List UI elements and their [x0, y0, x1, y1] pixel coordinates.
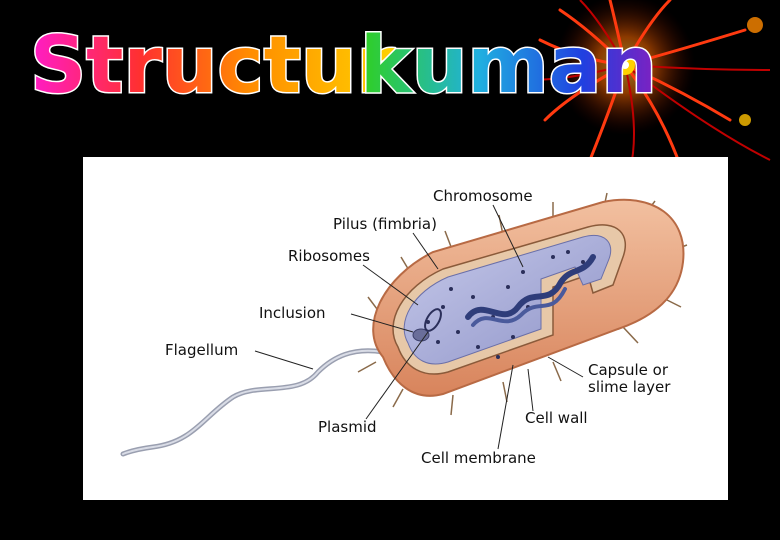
leader-lines — [254, 204, 584, 450]
label-ribosomes: Ribosomes — [288, 247, 370, 265]
label-chromosome: Chromosome — [433, 187, 533, 205]
label-flagellum: Flagellum — [165, 341, 238, 359]
title-word-1: Structur — [30, 21, 396, 111]
plasmid-shape — [424, 308, 442, 332]
label-plasmid: Plasmid — [318, 418, 377, 436]
bacterium-diagram-panel: Chromosome Pilus (fimbria) Ribosomes Inc… — [83, 157, 728, 500]
title-banner: Structur kuman — [29, 20, 659, 113]
label-inclusion: Inclusion — [259, 304, 326, 322]
label-capsule-line1: Capsule or — [588, 361, 669, 379]
cytoplasm-shape — [403, 235, 612, 365]
ribosomes-dots — [426, 250, 585, 359]
label-cell-membrane: Cell membrane — [421, 449, 536, 467]
title-word-2: kuman — [360, 21, 657, 111]
label-pilus: Pilus (fimbria) — [333, 215, 437, 233]
label-cell-wall: Cell wall — [525, 409, 588, 427]
chromosome-shape — [465, 254, 596, 320]
label-capsule-line2: slime layer — [588, 378, 671, 396]
flagellum-shape — [120, 348, 386, 457]
bacterium-diagram: Chromosome Pilus (fimbria) Ribosomes Inc… — [120, 187, 688, 467]
